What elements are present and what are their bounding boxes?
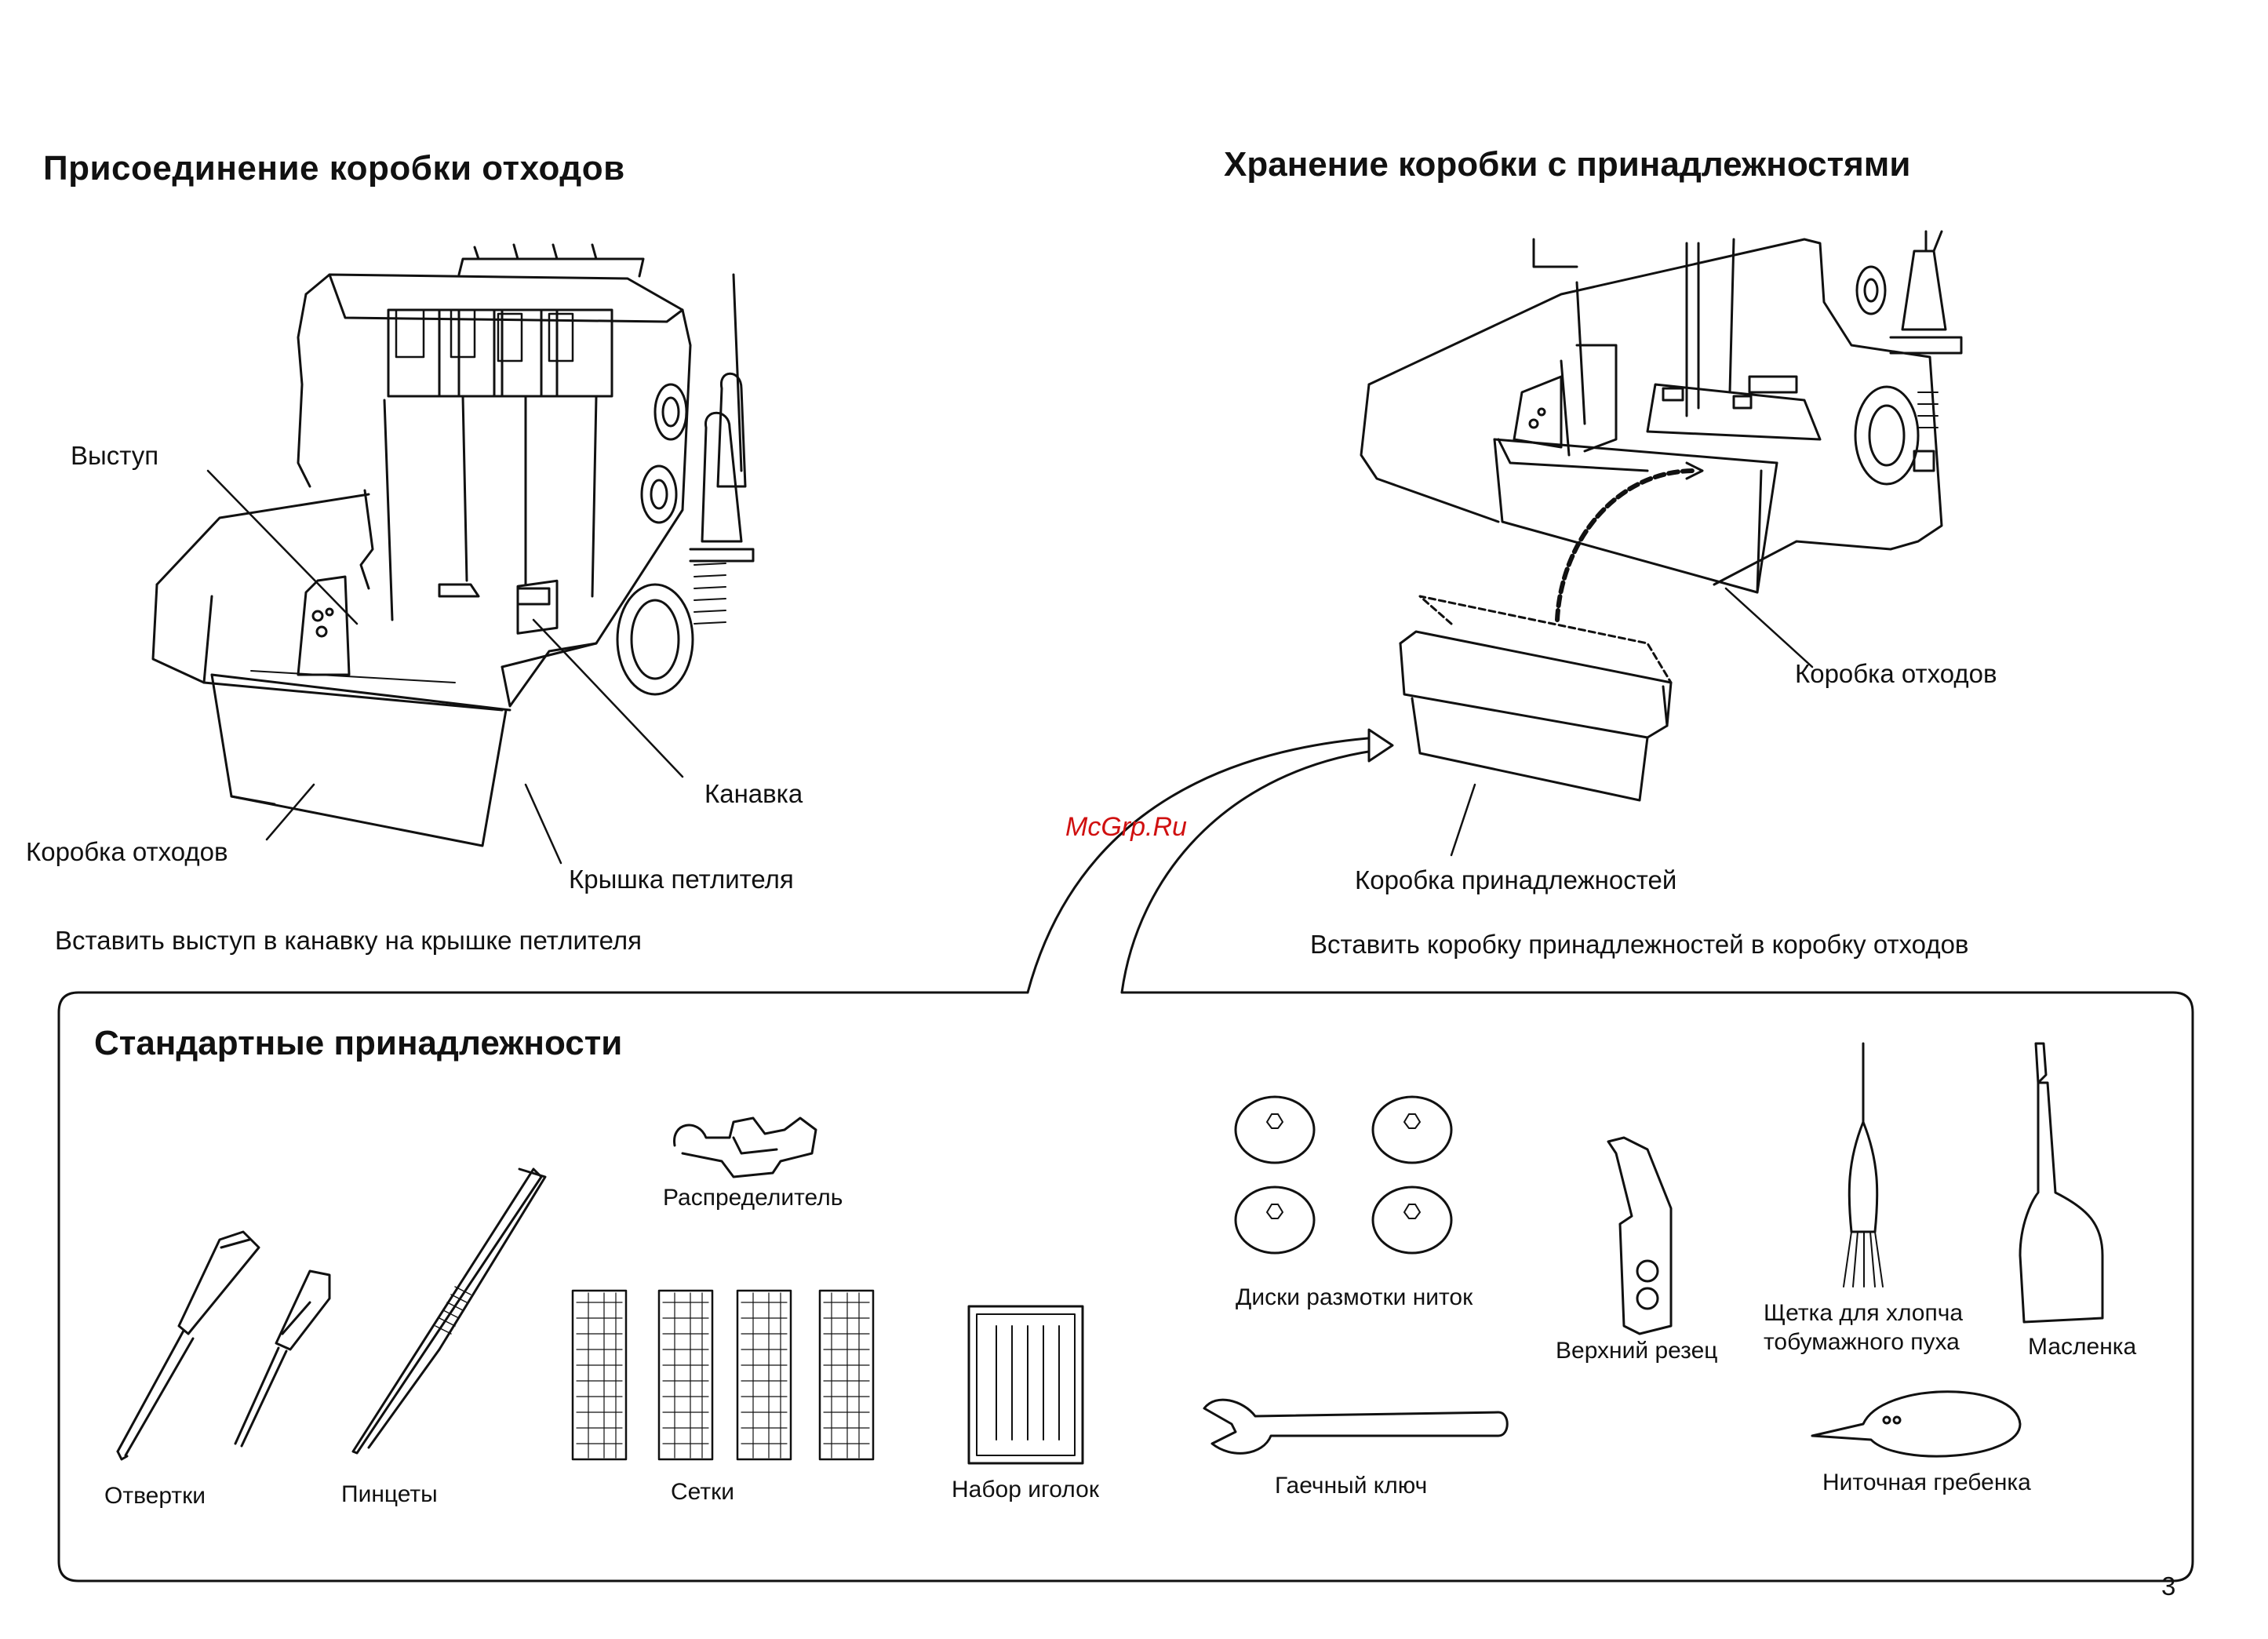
page-number: 3 (2161, 1572, 2176, 1601)
label-brush-line2: тобумажного пуха (1764, 1329, 1960, 1355)
accessories-title: Стандартные принадлежности (94, 1024, 623, 1062)
serger-machine-right (1361, 231, 1961, 855)
watermark: McGrp.Ru (1065, 812, 1187, 842)
label-kanavka: Канавка (704, 779, 803, 808)
serger-machine-left (153, 245, 753, 863)
nets-drawing (573, 1291, 873, 1459)
wrench-drawing (1204, 1400, 1507, 1453)
label-waste-box-left: Коробка отходов (26, 837, 228, 866)
label-cutter: Верхний резец (1556, 1338, 1718, 1364)
screwdrivers-drawing (118, 1232, 329, 1459)
label-oiler: Масленка (2028, 1334, 2137, 1360)
comb-drawing (1812, 1392, 2020, 1456)
label-needles: Набор иголок (952, 1477, 1099, 1502)
cutter-drawing (1608, 1138, 1671, 1334)
label-wrench: Гаечный ключ (1275, 1473, 1428, 1499)
right-section-title: Хранение коробки с принадлежностями (1224, 145, 1911, 184)
curve-arrow-inner (1122, 749, 1385, 993)
accessories-frame (59, 993, 2193, 1581)
needle-set-drawing (969, 1306, 1083, 1463)
distributor-drawing (675, 1118, 816, 1177)
discs-drawing (1236, 1097, 1451, 1253)
label-distributor: Распределитель (663, 1185, 843, 1211)
label-discs: Диски размотки ниток (1236, 1284, 1473, 1310)
label-vystup: Выступ (71, 441, 159, 470)
label-comb: Ниточная гребенка (1822, 1470, 2031, 1495)
left-section-title: Присоединение коробки отходов (43, 149, 625, 188)
left-caption: Вставить выступ в канавку на крышке петл… (55, 926, 643, 955)
brush-drawing (1844, 1043, 1883, 1287)
label-nets: Сетки (671, 1479, 734, 1505)
label-waste-box-right: Коробка отходов (1795, 659, 1997, 688)
label-looper-cover: Крышка петлителя (569, 865, 794, 894)
oiler-drawing (2020, 1043, 2102, 1322)
right-caption: Вставить коробку принадлежностей в короб… (1310, 930, 1969, 959)
label-screwdrivers: Отвертки (104, 1483, 206, 1509)
label-brush-line1: Щетка для хлопча (1764, 1300, 1964, 1326)
label-tweezers: Пинцеты (341, 1481, 438, 1507)
label-accessory-box: Коробка принадлежностей (1355, 865, 1677, 894)
tweezers-drawing (353, 1169, 545, 1453)
curve-arrow-outer (1028, 738, 1377, 993)
nets-texture (577, 1293, 869, 1458)
